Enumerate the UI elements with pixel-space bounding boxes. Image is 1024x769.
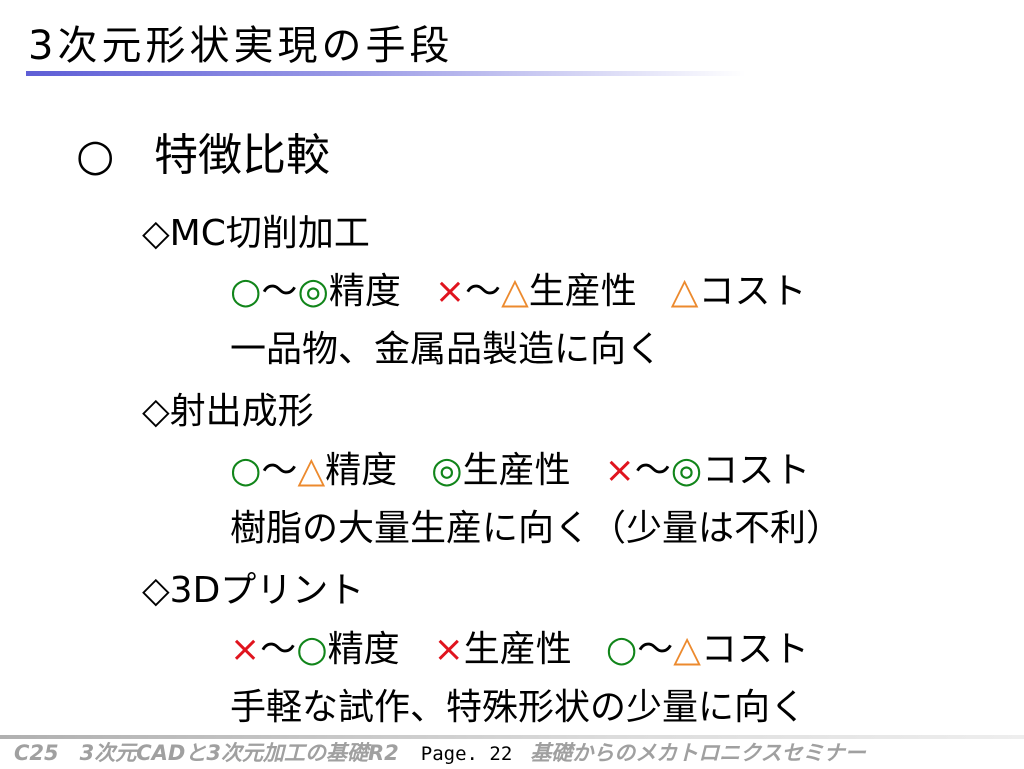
rating-fair-icon: △ — [670, 271, 699, 312]
rating-label-cost: コスト — [698, 271, 807, 312]
rating-label-cost: コスト — [700, 629, 809, 670]
section-mc-ratings: ○～◎精度×～△生産性△コスト — [230, 270, 806, 314]
rating-fair-icon: △ — [297, 450, 326, 491]
rating-good-icon: ○ — [230, 271, 262, 312]
rating-good-icon: ○ — [296, 629, 328, 670]
title-underline — [26, 71, 746, 76]
section-injection-title: ◇射出成形 — [142, 391, 314, 432]
section-3dprint-ratings: ×～○精度×生産性○～△コスト — [230, 628, 809, 672]
section-injection-ratings: ○～△精度◎生産性×～◎コスト — [230, 449, 810, 493]
section-mc-title: ◇MC切削加工 — [142, 213, 370, 254]
rating-separator: ～ — [465, 271, 502, 312]
footer: C25 3次元CADと3次元加工の基礎R2 Page. 22 基礎からのメカトロニク… — [14, 739, 1014, 768]
rating-label-productivity: 生産性 — [462, 450, 571, 491]
footer-divider — [0, 735, 1024, 739]
section-3dprint-title: ◇3Dプリント — [142, 570, 365, 611]
rating-bad-icon: × — [433, 629, 464, 670]
rating-good-icon: ○ — [605, 629, 638, 670]
section-mc-note: 一品物、金属品製造に向く — [230, 329, 663, 370]
rating-label-cost: コスト — [702, 450, 811, 491]
rating-bad-icon: × — [604, 450, 635, 491]
rating-separator: ～ — [634, 450, 671, 491]
rating-fair-icon: △ — [673, 629, 701, 670]
footer-course: C25 3次元CADと3次元加工の基礎R2 — [14, 741, 399, 765]
main-heading: ○ 特徴比較 — [76, 130, 330, 182]
footer-seminar: 基礎からのメカトロニクスセミナー — [530, 741, 866, 765]
rating-separator: ～ — [261, 450, 298, 491]
footer-page-number: Page. 22 — [420, 743, 513, 765]
rating-fair-icon: △ — [501, 271, 529, 312]
rating-label-precision: 精度 — [328, 271, 401, 312]
rating-label-productivity: 生産性 — [528, 271, 637, 312]
heading-bullet-icon: ○ — [76, 130, 115, 181]
rating-label-precision: 精度 — [325, 450, 398, 491]
rating-separator: ～ — [260, 629, 297, 670]
rating-excellent-icon: ◎ — [297, 271, 329, 312]
rating-separator: ～ — [261, 271, 298, 312]
rating-bad-icon: × — [434, 271, 466, 312]
section-injection-note: 樹脂の大量生産に向く（少量は不利） — [230, 508, 843, 549]
heading-text: 特徴比較 — [154, 130, 330, 181]
rating-label-productivity: 生産性 — [463, 629, 572, 670]
rating-bad-icon: × — [230, 629, 261, 670]
rating-good-icon: ○ — [230, 450, 262, 491]
slide-title: 3次元形状実現の手段 — [28, 23, 454, 69]
rating-label-precision: 精度 — [327, 629, 400, 670]
rating-excellent-icon: ◎ — [431, 450, 463, 491]
section-3dprint-note: 手軽な試作、特殊形状の少量に向く — [230, 687, 807, 728]
rating-separator: ～ — [637, 629, 674, 670]
rating-excellent-icon: ◎ — [670, 450, 703, 491]
